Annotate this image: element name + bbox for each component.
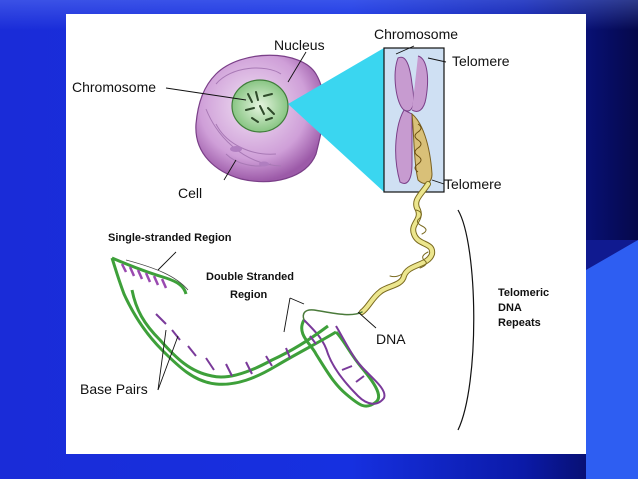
- corner-decoration: [586, 240, 638, 479]
- nucleus-illustration: [231, 79, 289, 133]
- diagram-canvas: Nucleus Chromosome Telomere Chromosome T…: [72, 26, 549, 431]
- label-chromosome-top: Chromosome: [374, 26, 458, 42]
- label-double-stranded-line1: Double Stranded: [206, 271, 294, 283]
- label-single-stranded-region: Single-stranded Region: [108, 232, 232, 244]
- zoom-cone: [288, 48, 384, 192]
- chromosome-panel: [383, 47, 445, 193]
- label-cell: Cell: [178, 185, 202, 201]
- label-telomere-bottom: Telomere: [444, 176, 502, 192]
- corner-decoration-shadow: [586, 240, 638, 270]
- label-base-pairs: Base Pairs: [80, 381, 148, 397]
- telomeric-bracket: [457, 209, 475, 431]
- label-telomeric-line1: Telomeric: [498, 287, 549, 299]
- label-chromosome-left: Chromosome: [72, 79, 156, 95]
- label-telomeric-line3: Repeats: [498, 317, 541, 329]
- leader-lines: [157, 45, 447, 391]
- label-telomere-top: Telomere: [452, 53, 510, 69]
- label-nucleus: Nucleus: [274, 37, 325, 53]
- label-dna: DNA: [376, 331, 406, 347]
- dna-coil: [302, 181, 436, 321]
- label-telomeric-line2: DNA: [498, 302, 522, 314]
- slide-panel: Nucleus Chromosome Telomere Chromosome T…: [66, 14, 586, 454]
- double-helix: [110, 256, 386, 408]
- label-double-stranded-line2: Region: [230, 289, 268, 301]
